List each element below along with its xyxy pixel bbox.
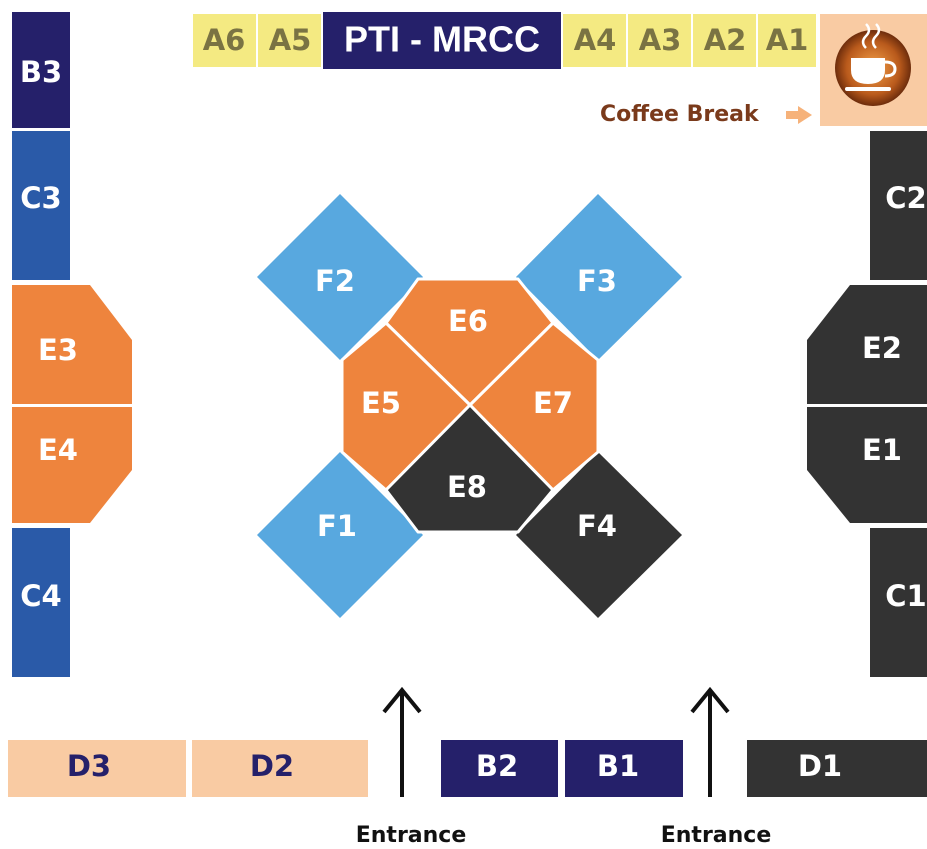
title-banner — [323, 12, 561, 69]
booth-e6-label: E6 — [448, 304, 488, 338]
booth-e5[interactable] — [340, 321, 472, 492]
booth-d2[interactable] — [192, 740, 368, 797]
booth-b2-label: B2 — [476, 749, 518, 783]
booth-a6-label: A6 — [203, 23, 246, 57]
booth-e4-label: E4 — [38, 433, 78, 467]
booth-e8-label: E8 — [447, 470, 487, 504]
booth-b3[interactable] — [12, 12, 70, 128]
booth-f2[interactable] — [257, 194, 423, 360]
center-cluster: F2 F3 F1 F4 E6 E5 E7 E8 — [257, 194, 682, 618]
booth-a6[interactable] — [193, 14, 256, 67]
booth-d2-label: D2 — [250, 749, 294, 783]
booth-a4[interactable] — [563, 14, 626, 67]
booth-a5-label: A5 — [269, 23, 312, 57]
booth-a5[interactable] — [258, 14, 321, 67]
booth-a2-label: A2 — [704, 23, 747, 57]
bottom-booth-row: D3 D2 B2 B1 D1 — [8, 740, 927, 797]
booth-b3-label: B3 — [20, 55, 62, 89]
entrance-label: Entrance — [661, 823, 772, 848]
booth-c2[interactable] — [870, 131, 927, 280]
left-wall-booths: B3 C3 E3 E4 C4 — [12, 12, 132, 677]
booth-d3-label: D3 — [67, 749, 111, 783]
booth-d3[interactable] — [8, 740, 186, 797]
booth-e7-label: E7 — [533, 386, 573, 420]
booth-c4-label: C4 — [20, 579, 61, 613]
booth-f3-label: F3 — [577, 264, 617, 298]
booth-f4[interactable] — [516, 452, 682, 618]
booth-f1[interactable] — [257, 452, 423, 618]
top-booth-row: A6 A5 PTI - MRCC A4 A3 A2 A1 — [193, 12, 816, 69]
booth-f4-label: F4 — [577, 509, 617, 543]
booth-c4[interactable] — [12, 528, 70, 677]
booth-f1-label: F1 — [317, 509, 357, 543]
booth-a3[interactable] — [628, 14, 691, 67]
booth-e1[interactable] — [807, 407, 927, 523]
booth-b2[interactable] — [441, 740, 558, 797]
booth-c3-label: C3 — [20, 181, 61, 215]
coffee-break-label: Coffee Break — [600, 102, 760, 127]
booth-a3-label: A3 — [639, 23, 682, 57]
booth-b1[interactable] — [565, 740, 683, 797]
booth-c2-label: C2 — [885, 181, 926, 215]
booth-e1-label: E1 — [862, 433, 902, 467]
booth-c1[interactable] — [870, 528, 927, 677]
booth-e7[interactable] — [468, 321, 600, 492]
booth-f3[interactable] — [516, 194, 682, 360]
booth-e2[interactable] — [807, 285, 927, 404]
coffee-break-area: Coffee Break — [600, 14, 927, 127]
booth-a4-label: A4 — [574, 23, 617, 57]
right-wall-booths: C2 E2 E1 C1 — [807, 131, 927, 677]
booth-a2[interactable] — [693, 14, 756, 67]
entrance-label: Entrance — [356, 823, 467, 848]
booth-e3-label: E3 — [38, 333, 78, 367]
booth-c1-label: C1 — [885, 579, 926, 613]
booth-d1[interactable] — [747, 740, 927, 797]
coffee-arrow-icon — [786, 106, 812, 124]
entrance-arrow-icon — [382, 686, 422, 797]
entrance-arrow-icon — [690, 686, 730, 797]
booth-e4[interactable] — [12, 407, 132, 523]
booth-a1-label: A1 — [766, 23, 809, 57]
booth-e8[interactable] — [384, 403, 555, 534]
booth-b1-label: B1 — [597, 749, 639, 783]
booth-a1[interactable] — [758, 14, 816, 67]
coffee-cup-icon — [835, 23, 911, 106]
booth-f2-label: F2 — [315, 264, 355, 298]
booth-e3[interactable] — [12, 285, 132, 404]
booth-c3[interactable] — [12, 131, 70, 280]
title-label: PTI - MRCC — [344, 19, 540, 60]
booth-d1-label: D1 — [798, 749, 842, 783]
booth-e2-label: E2 — [862, 331, 902, 365]
booth-e5-label: E5 — [361, 386, 401, 420]
